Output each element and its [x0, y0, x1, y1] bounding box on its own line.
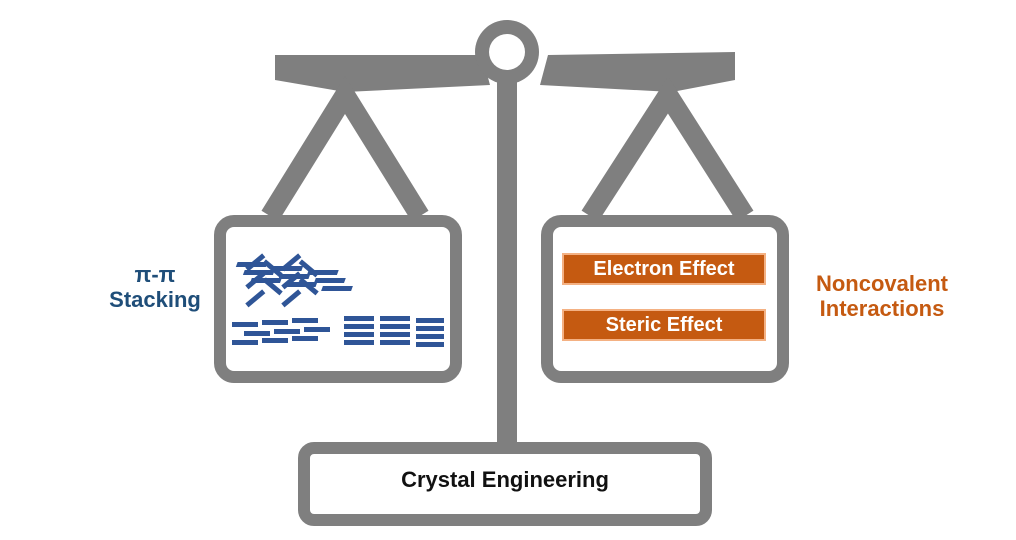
molecule-plate — [304, 327, 330, 332]
molecule-plate — [344, 332, 374, 337]
molecule-plate — [232, 322, 258, 327]
electron-effect-box: Electron Effect — [562, 253, 766, 285]
molecule-plate — [321, 286, 353, 291]
molecule-plate — [292, 336, 318, 341]
molecule-plate — [262, 320, 288, 325]
molecule-plate — [244, 331, 270, 336]
molecule-plate — [416, 342, 444, 347]
molecule-plate — [416, 326, 444, 331]
base-box — [298, 442, 712, 526]
steric-effect-label: Steric Effect — [605, 313, 723, 336]
molecule-plate — [249, 278, 282, 283]
noncovalent-label-line2: Interactions — [819, 296, 945, 322]
molecule-plate — [285, 282, 318, 287]
molecule-plate — [380, 324, 410, 329]
molecule-plate — [344, 340, 374, 345]
brickwork-molecules — [232, 318, 330, 345]
molecule-plate — [242, 270, 275, 275]
crystal-engineering-label: Crystal Engineering — [401, 467, 609, 492]
molecule-plate — [245, 289, 266, 308]
molecule-plate — [416, 318, 444, 323]
molecule-plate — [235, 262, 268, 267]
molecule-plate — [271, 266, 304, 271]
molecule-plate — [281, 289, 302, 308]
pi-stacking-label-line2: Stacking — [109, 287, 201, 313]
balance-beam — [540, 52, 735, 92]
molecule-plate — [313, 278, 346, 283]
balance-beam — [275, 55, 490, 92]
molecule-plate — [380, 316, 410, 321]
slipped-stack-molecules — [235, 262, 353, 291]
pi-stacking-label: π-π Stacking — [70, 262, 240, 313]
steric-effect-box: Steric Effect — [562, 309, 766, 341]
molecule-plate — [292, 318, 318, 323]
molecule-plate — [232, 340, 258, 345]
molecule-plate — [306, 270, 339, 275]
right-pan — [541, 215, 789, 383]
electron-effect-label: Electron Effect — [593, 257, 735, 280]
center-pole — [497, 82, 517, 452]
molecule-plate — [416, 334, 444, 339]
noncovalent-label-line1: Noncovalent — [815, 271, 949, 296]
molecule-plate — [380, 340, 410, 345]
pi-stacking-label-line1: π-π — [134, 262, 176, 287]
left-hanger — [261, 76, 429, 222]
molecule-plate — [262, 338, 288, 343]
molecule-plate — [344, 316, 374, 321]
molecule-plate — [274, 329, 300, 334]
right-hanger — [581, 76, 754, 222]
molecule-plate — [344, 324, 374, 329]
molecule-plate — [380, 332, 410, 337]
columnar-stack-molecules — [344, 316, 444, 347]
molecule-plate — [278, 274, 311, 279]
noncovalent-interactions-label: Noncovalent Interactions — [782, 271, 982, 322]
